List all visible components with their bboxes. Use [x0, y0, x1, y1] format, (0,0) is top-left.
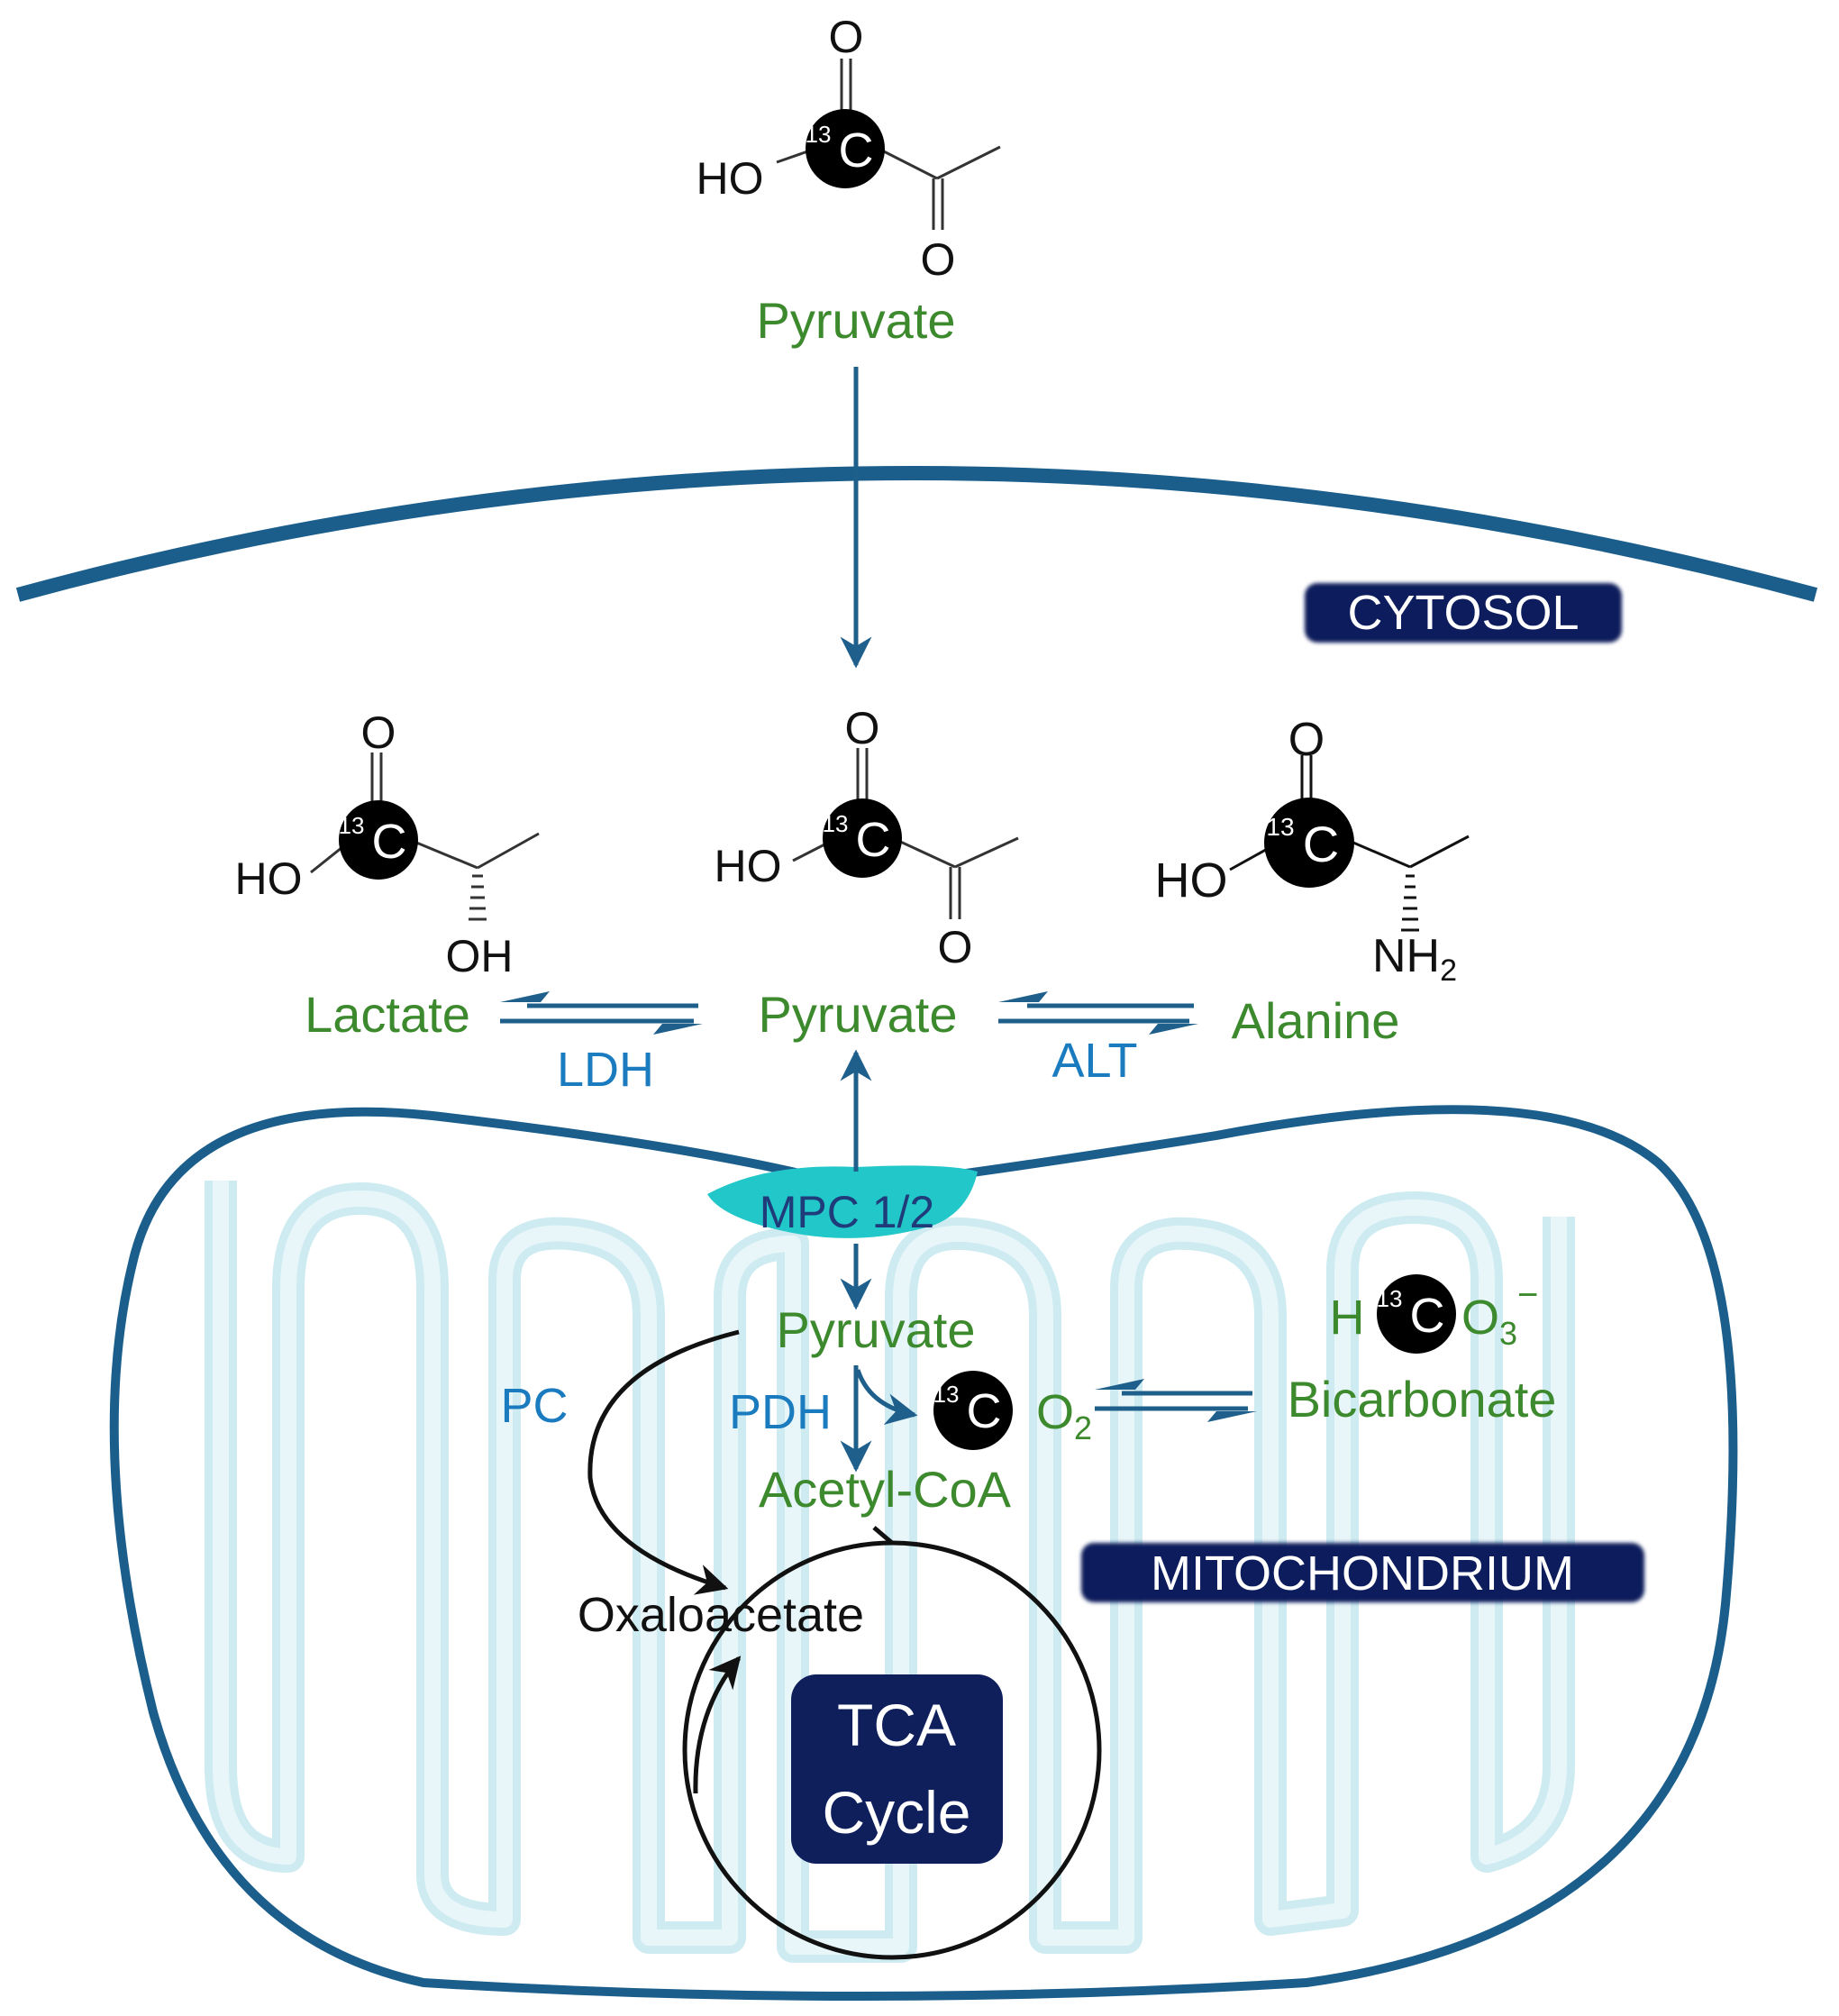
alanine-13c-atom: 13 C — [1264, 798, 1354, 888]
mitochondrium-label-box: MITOCHONDRIUM — [1081, 1543, 1644, 1602]
mito-pyruvate-label: Pyruvate — [777, 1301, 976, 1358]
cell-membrane — [15, 466, 1818, 602]
svg-text:13: 13 — [339, 812, 365, 839]
bicarbonate-formula-h: H — [1330, 1291, 1365, 1345]
mid-pyruvate-structure — [792, 748, 1019, 919]
pdh-label: PDH — [729, 1385, 832, 1439]
lactate-o-top: O — [361, 707, 396, 758]
mitochondrium-label: MITOCHONDRIUM — [1151, 1546, 1574, 1601]
co2-13c-atom: 13 C — [933, 1371, 1013, 1450]
svg-text:13: 13 — [1266, 813, 1294, 841]
pdh-co2-branch-arrow — [855, 1369, 918, 1425]
ldh-equilibrium-arrows — [500, 991, 703, 1035]
svg-text:C: C — [967, 1384, 1002, 1438]
top-pyruvate-o-top: O — [829, 12, 864, 62]
mid-pyruvate-o-bottom: O — [938, 922, 973, 972]
top-pyruvate-13c-atom: 13 C — [806, 109, 885, 188]
alanine-ho: HO — [1155, 853, 1228, 908]
alt-equilibrium-arrows — [998, 991, 1198, 1035]
lactate-structure — [310, 753, 540, 874]
cytosol-label: CYTOSOL — [1347, 586, 1579, 640]
svg-text:13: 13 — [823, 810, 849, 837]
svg-text:C: C — [372, 815, 407, 869]
top-pyruvate-ho: HO — [696, 153, 764, 204]
svg-text:13: 13 — [806, 121, 832, 148]
lactate-ho: HO — [235, 853, 303, 904]
ldh-label: LDH — [557, 1043, 654, 1097]
lactate-oh: OH — [446, 931, 514, 981]
mid-pyruvate-o-top: O — [845, 703, 880, 753]
pc-to-oxaloacetate-arrow — [587, 1329, 740, 1595]
alanine-hash-bond — [1401, 874, 1419, 932]
svg-text:C: C — [1303, 816, 1339, 872]
bicarbonate-label: Bicarbonate — [1288, 1371, 1557, 1428]
svg-text:C: C — [856, 813, 891, 867]
cytosol-label-box: CYTOSOL — [1305, 583, 1622, 643]
mpc-label: MPC 1/2 — [760, 1187, 935, 1237]
svg-text:13: 13 — [1377, 1285, 1403, 1312]
bicarbonate-13c-atom: 13 C — [1377, 1274, 1456, 1354]
alt-label: ALT — [1052, 1034, 1137, 1088]
alanine-label: Alanine — [1232, 992, 1400, 1049]
co2-label: O2 — [1036, 1385, 1092, 1446]
tca-line2: Cycle — [822, 1779, 970, 1846]
lactate-13c-atom: 13 C — [339, 800, 418, 880]
lactate-hash-bond — [469, 874, 487, 921]
mid-pyruvate-13c-atom: 13 C — [823, 798, 902, 878]
acetyl-coa-label: Acetyl-CoA — [759, 1461, 1012, 1518]
pc-label: PC — [500, 1379, 568, 1433]
svg-text:C: C — [1410, 1289, 1445, 1343]
mpc-transporter — [707, 1165, 978, 1238]
lactate-label: Lactate — [305, 986, 470, 1043]
svg-text:C: C — [839, 123, 874, 178]
co2-bicarbonate-equilibrium-arrows — [1095, 1379, 1257, 1422]
mid-pyruvate-label: Pyruvate — [759, 986, 958, 1043]
svg-text:13: 13 — [933, 1381, 960, 1408]
mitochondrion-cristae-outline — [213, 1181, 1567, 1955]
top-pyruvate-o-bottom: O — [921, 234, 956, 285]
tca-line1: TCA — [837, 1692, 956, 1758]
top-pyruvate-label: Pyruvate — [757, 292, 956, 349]
mid-pyruvate-ho: HO — [715, 841, 782, 891]
bicarbonate-formula-o3: O3− — [1461, 1275, 1538, 1352]
tca-cycle-box: TCA Cycle — [791, 1674, 1003, 1864]
oxaloacetate-label: Oxaloacetate — [578, 1588, 864, 1642]
alanine-nh: NH2 — [1372, 930, 1457, 988]
tca-return-arrow — [693, 1656, 742, 1794]
alanine-o-top: O — [1288, 714, 1325, 766]
acetylcoa-entry-tick — [872, 1526, 894, 1545]
